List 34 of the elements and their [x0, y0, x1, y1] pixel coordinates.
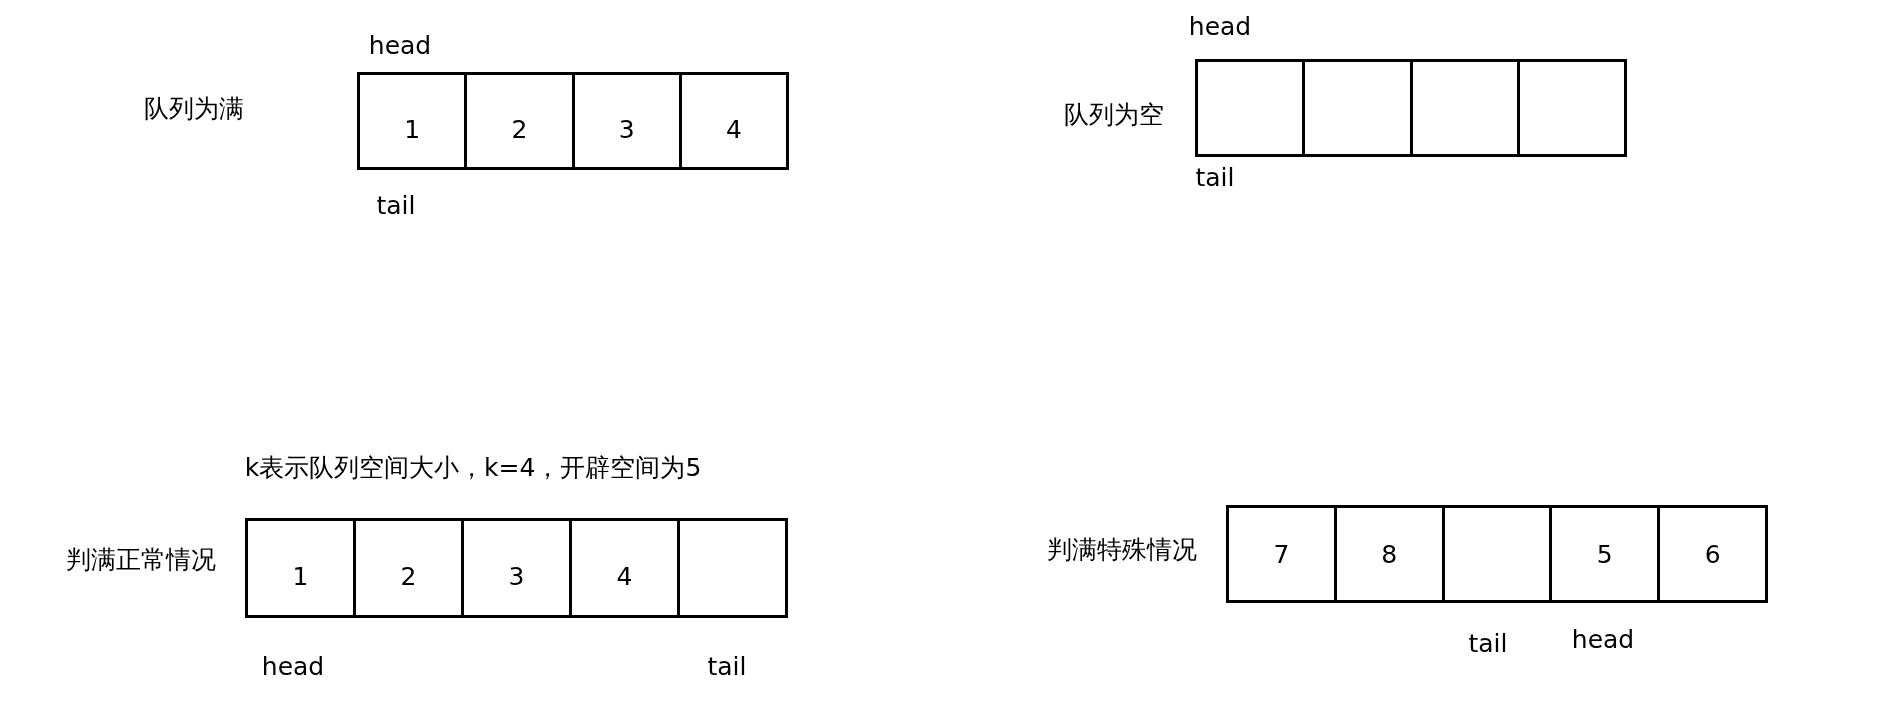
cell-value: 7	[1273, 539, 1290, 569]
pointer-label: tail	[1468, 628, 1508, 658]
queue-cell	[461, 518, 572, 618]
pointer-label: tail	[707, 651, 747, 681]
queue-cell	[1302, 59, 1413, 157]
cell-value: 1	[404, 114, 421, 144]
row-label: 判满正常情况	[66, 543, 216, 576]
row-label: 判满特殊情况	[1047, 533, 1197, 566]
cell-value: 3	[508, 561, 525, 591]
pointer-label: tail	[376, 190, 416, 220]
queue-cell	[677, 518, 788, 618]
cell-value: 6	[1704, 539, 1721, 569]
cell-value: 1	[292, 561, 309, 591]
pointer-label: tail	[1195, 162, 1235, 192]
cell-value: 8	[1381, 539, 1398, 569]
row-label: 队列为空	[1064, 98, 1164, 131]
pointer-label: head	[1188, 11, 1252, 41]
cell-value: 4	[616, 561, 633, 591]
cell-value: 2	[400, 561, 417, 591]
cell-value: 5	[1596, 539, 1613, 569]
row-label: 队列为满	[144, 92, 244, 125]
cell-value: 2	[511, 114, 528, 144]
queue-cell	[1226, 505, 1337, 603]
pointer-label: head	[1571, 624, 1635, 654]
queue-cell	[245, 518, 356, 618]
queue-cell	[569, 518, 680, 618]
cell-value: 4	[725, 114, 742, 144]
cell-value: 3	[618, 114, 635, 144]
note-text: k表示队列空间大小，k=4，开辟空间为5	[244, 451, 702, 484]
queue-cell	[464, 72, 575, 170]
queue-cell	[1657, 505, 1768, 603]
pointer-label: head	[368, 30, 432, 60]
queue-cell	[353, 518, 464, 618]
pointer-label: head	[261, 651, 325, 681]
